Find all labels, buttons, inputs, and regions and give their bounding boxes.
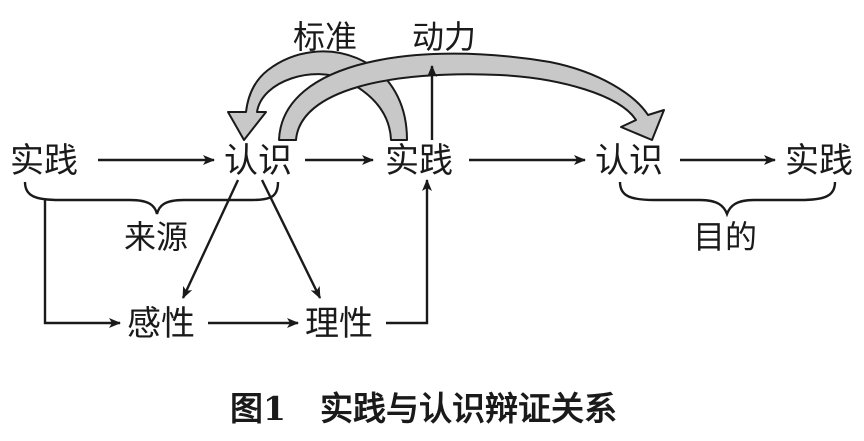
- node-cognition-2: 认识: [595, 141, 663, 181]
- arrow-rational-to-practice2: [386, 179, 432, 325]
- node-rational: 理性: [305, 304, 373, 344]
- label-source: 来源: [124, 218, 188, 256]
- figure-title: 实践与认识辩证关系: [320, 389, 617, 428]
- purpose-brace: [618, 181, 837, 218]
- node-practice-2: 实践: [385, 141, 453, 181]
- figure-number: 图1: [230, 389, 286, 428]
- label-purpose: 目的: [693, 218, 757, 256]
- node-perceptual: 感性: [127, 304, 195, 344]
- node-practice-3: 实践: [785, 141, 853, 181]
- purpose-curved-arrow: [278, 52, 665, 141]
- label-standard: 标准: [293, 18, 357, 56]
- node-cognition-1: 认识: [224, 141, 292, 181]
- source-brace: [23, 181, 280, 215]
- arrow-practice1-to-perceptual: [43, 200, 121, 328]
- arrow-cognition1-to-rational: [260, 179, 322, 299]
- label-motive: 动力: [412, 18, 476, 56]
- node-practice-1: 实践: [10, 141, 78, 181]
- arrow-cognition1-to-perceptual: [181, 179, 240, 299]
